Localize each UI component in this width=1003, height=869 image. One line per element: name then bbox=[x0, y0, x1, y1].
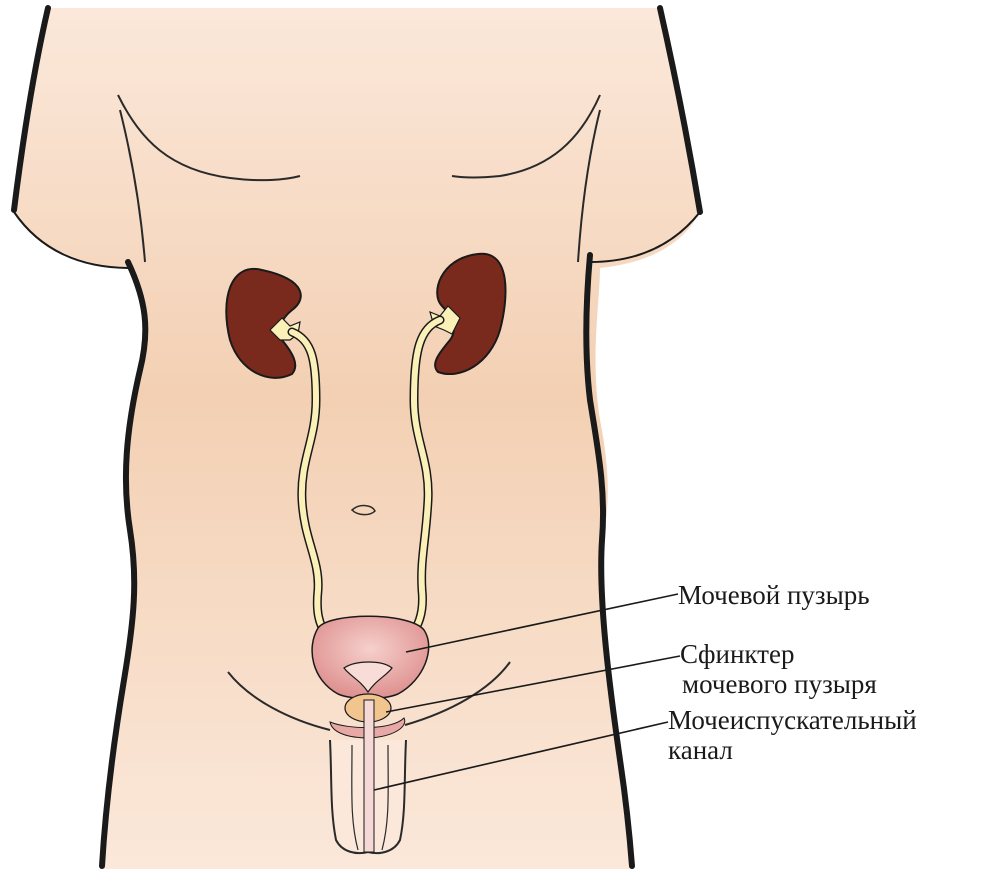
label-bladder-text: Мочевой пузырь bbox=[678, 580, 870, 610]
label-bladder: Мочевой пузырь bbox=[678, 580, 870, 610]
urethra bbox=[364, 700, 374, 852]
label-urethra: Мочеиспускательный канал bbox=[668, 705, 917, 765]
label-bladder-sphincter: Сфинктер мочевого пузыря bbox=[680, 639, 877, 699]
label-sphincter-line1: Сфинктер bbox=[680, 639, 877, 669]
label-urethra-line1: Мочеиспускательный bbox=[668, 705, 917, 735]
label-sphincter-line2: мочевого пузыря bbox=[682, 669, 877, 699]
label-urethra-line2: канал bbox=[668, 735, 917, 765]
